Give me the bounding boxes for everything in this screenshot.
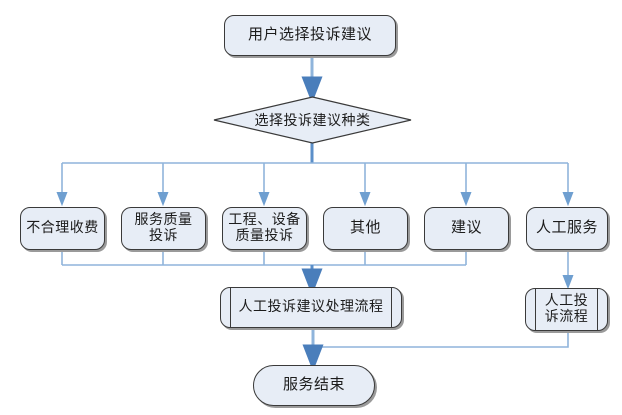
process-manual-label-line-1: 人工投 <box>544 293 589 309</box>
option-node-1[interactable]: 不合理收费 <box>20 207 105 250</box>
process-manual-left-bar <box>535 289 536 330</box>
option-node-2-label-line-2: 投诉 <box>149 228 178 244</box>
option-node-4-label: 其他 <box>349 220 381 237</box>
option-node-2-label-line-1: 服务质量 <box>134 212 193 228</box>
end-node[interactable]: 服务结束 <box>253 365 375 406</box>
edge-process-manual-to-end <box>313 332 569 348</box>
process-manual-label-line-2: 诉流程 <box>544 309 589 325</box>
decision-node-label: 选择投诉建议种类 <box>254 114 371 129</box>
option-node-2[interactable]: 服务质量 投诉 <box>121 207 206 250</box>
process-manual-node[interactable]: 人工投 诉流程 <box>525 288 608 331</box>
process-main-right-bar <box>391 288 392 327</box>
start-node[interactable]: 用户选择投诉建议 <box>224 15 396 56</box>
option-node-3-label-line-1: 工程、设备 <box>228 212 301 228</box>
start-node-label: 用户选择投诉建议 <box>247 27 372 44</box>
option-node-5[interactable]: 建议 <box>424 207 509 250</box>
option-node-3-label-line-2: 质量投诉 <box>235 228 294 244</box>
option-node-6[interactable]: 人工服务 <box>526 207 608 250</box>
option-node-5-label: 建议 <box>450 220 482 237</box>
process-main-label: 人工投诉建议处理流程 <box>238 299 384 315</box>
process-main-node[interactable]: 人工投诉建议处理流程 <box>220 287 402 328</box>
option-node-1-label: 不合理收费 <box>26 220 99 236</box>
option-node-4[interactable]: 其他 <box>323 207 408 250</box>
option-node-6-label: 人工服务 <box>535 220 598 237</box>
decision-node[interactable]: 选择投诉建议种类 <box>213 96 412 144</box>
end-node-label: 服务结束 <box>282 377 345 394</box>
process-main-left-bar <box>230 288 231 327</box>
process-manual-right-bar <box>597 289 598 330</box>
option-node-3[interactable]: 工程、设备 质量投诉 <box>222 207 307 250</box>
